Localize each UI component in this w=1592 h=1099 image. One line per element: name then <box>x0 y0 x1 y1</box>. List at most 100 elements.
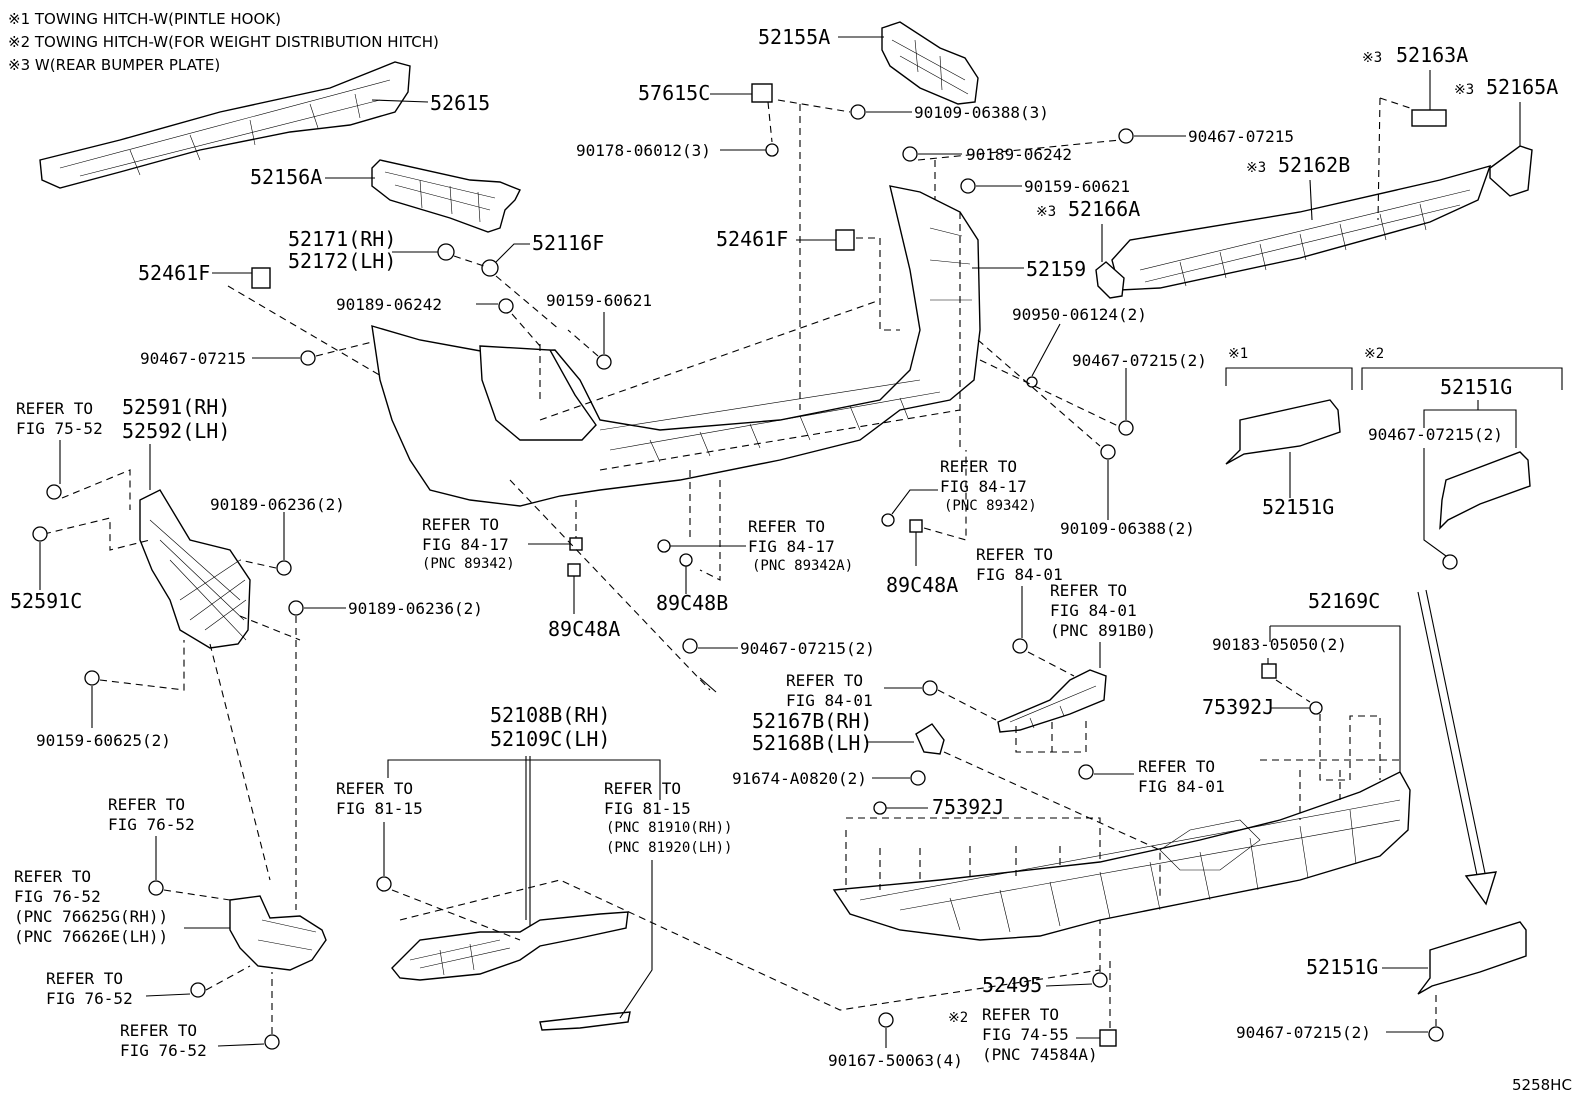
label-refer-7652-a1[interactable]: REFER TO <box>108 795 185 814</box>
label-52108B[interactable]: 52108B(RH) <box>490 703 610 727</box>
label-52172[interactable]: 52172(LH) <box>288 249 396 273</box>
label-52165A[interactable]: 52165A <box>1486 75 1558 99</box>
label-refer-8115-b4[interactable]: (PNC 81920(LH)) <box>606 840 732 856</box>
part-refer-8417-l-clip[interactable] <box>569 537 583 551</box>
label-refer-8417-m-b[interactable]: FIG 84-17 <box>748 537 835 556</box>
part-refer-7652-c-bolt[interactable] <box>190 982 206 998</box>
label-refer-7652-d1[interactable]: REFER TO <box>120 1021 197 1040</box>
label-52168B[interactable]: 52168B(LH) <box>752 731 872 755</box>
label-90178[interactable]: 90178-06012(3) <box>576 141 711 160</box>
part-90159-60625[interactable] <box>84 670 100 686</box>
part-90167-bolt[interactable] <box>878 1012 894 1028</box>
part-refer-8115-a-bolt[interactable] <box>376 876 392 892</box>
part-52495-bolt[interactable] <box>1092 972 1108 988</box>
label-52167B[interactable]: 52167B(RH) <box>752 709 872 733</box>
part-52151G-wdh[interactable] <box>1439 451 1531 530</box>
part-refer-7455-plug[interactable] <box>1099 1029 1117 1047</box>
label-refer-8417-r-a[interactable]: REFER TO <box>940 457 1017 476</box>
part-90178-nut[interactable] <box>765 143 779 157</box>
label-refer-7552-b[interactable]: FIG 75-52 <box>16 419 103 438</box>
part-52591-mudguard-liner[interactable] <box>139 489 251 649</box>
label-52591C[interactable]: 52591C <box>10 589 82 613</box>
label-52461F-left[interactable]: 52461F <box>138 261 210 285</box>
label-90189-mid[interactable]: 90189-06242 <box>336 295 442 314</box>
label-89C48B[interactable]: 89C48B <box>656 591 728 615</box>
label-refer-8417-l-b[interactable]: FIG 84-17 <box>422 535 509 554</box>
label-90467-left[interactable]: 90467-07215 <box>140 349 246 368</box>
part-52461F-left[interactable] <box>251 267 271 289</box>
part-52461F-mid[interactable] <box>835 229 855 251</box>
label-90109-2[interactable]: 90109-06388(2) <box>1060 519 1195 538</box>
part-90950-06124-plug[interactable] <box>1026 376 1038 388</box>
label-90159-mid[interactable]: 90159-60621 <box>546 291 652 310</box>
label-refer-8417-m-c[interactable]: (PNC 89342A) <box>752 558 853 574</box>
label-refer-8115-a1[interactable]: REFER TO <box>336 779 413 798</box>
part-90159-60621-mid[interactable] <box>596 354 612 370</box>
label-90159-top[interactable]: 90159-60621 <box>1024 177 1130 196</box>
part-91674-bolt[interactable] <box>910 770 926 786</box>
part-90109-06388-bolt[interactable] <box>850 104 866 120</box>
part-refer-8401-c-bolt[interactable] <box>922 680 938 696</box>
label-52151G-top[interactable]: 52151G <box>1440 375 1512 399</box>
part-90189-06236-a[interactable] <box>276 560 292 576</box>
part-90467-07215-center[interactable] <box>682 638 698 654</box>
label-52171[interactable]: 52171(RH) <box>288 227 396 251</box>
label-refer-8115-b2[interactable]: FIG 81-15 <box>604 799 691 818</box>
label-refer-7652-d2[interactable]: FIG 76-52 <box>120 1041 207 1060</box>
part-89C48A-left[interactable] <box>567 563 581 577</box>
label-52615[interactable]: 52615 <box>430 91 490 115</box>
label-90109-3[interactable]: 90109-06388(3) <box>914 103 1049 122</box>
label-75392J-right[interactable]: 75392J <box>1202 695 1274 719</box>
part-refer-8401-d-bolt[interactable] <box>1078 764 1094 780</box>
part-90189-06242-top[interactable] <box>902 146 918 162</box>
part-90467-07215-right[interactable] <box>1118 420 1134 436</box>
label-52495[interactable]: 52495 <box>982 973 1042 997</box>
label-refer-8417-m-a[interactable]: REFER TO <box>748 517 825 536</box>
label-refer-8401-d2[interactable]: FIG 84-01 <box>1138 777 1225 796</box>
label-90950[interactable]: 90950-06124(2) <box>1012 305 1147 324</box>
label-52159[interactable]: 52159 <box>1026 257 1086 281</box>
label-refer-8401-c1[interactable]: REFER TO <box>786 671 863 690</box>
label-refer-8401-a2[interactable]: FIG 84-01 <box>976 565 1063 584</box>
label-52116F[interactable]: 52116F <box>532 231 604 255</box>
label-refer-7455-1[interactable]: REFER TO <box>982 1005 1059 1024</box>
part-52166A-cap[interactable] <box>1095 261 1125 299</box>
part-refer-8417-r-clip[interactable] <box>881 513 895 527</box>
label-90159-60625[interactable]: 90159-60625(2) <box>36 731 171 750</box>
part-52163A-plate[interactable] <box>1411 109 1447 127</box>
part-52591C-clip[interactable] <box>32 526 48 542</box>
label-52151G-bot[interactable]: 52151G <box>1306 955 1378 979</box>
label-52163A[interactable]: 52163A <box>1396 43 1468 67</box>
part-75392J-right[interactable] <box>1309 701 1323 715</box>
part-52171-grommet[interactable] <box>437 243 455 261</box>
label-refer-7652-b1[interactable]: REFER TO <box>14 867 91 886</box>
part-52159-bumper-cover[interactable] <box>371 185 981 507</box>
part-52151G-pintle[interactable] <box>1225 399 1341 465</box>
label-refer-7652-a2[interactable]: FIG 76-52 <box>108 815 195 834</box>
label-57615C[interactable]: 57615C <box>638 81 710 105</box>
label-52155A[interactable]: 52155A <box>758 25 830 49</box>
label-90467-bot[interactable]: 90467-07215(2) <box>1236 1023 1371 1042</box>
part-57615C-clip[interactable] <box>751 83 773 103</box>
part-75392J-left[interactable] <box>873 801 887 815</box>
part-refer-7652-mud-flap[interactable] <box>229 895 327 971</box>
part-90467-07215-g[interactable] <box>1442 554 1458 570</box>
part-90109-06388-right[interactable] <box>1100 444 1116 460</box>
label-refer-8401-d1[interactable]: REFER TO <box>1138 757 1215 776</box>
label-refer-8401-b1[interactable]: REFER TO <box>1050 581 1127 600</box>
part-refer-8417-m-clip[interactable] <box>657 539 671 553</box>
label-refer-7455-3[interactable]: (PNC 74584A) <box>982 1045 1098 1064</box>
label-90167[interactable]: 90167-50063(4) <box>828 1051 963 1070</box>
label-52591[interactable]: 52591(RH) <box>122 395 230 419</box>
part-refer-8401-a-bolt[interactable] <box>1012 638 1028 654</box>
part-52169C-step-bumper[interactable] <box>832 771 1411 941</box>
part-89C48B[interactable] <box>679 553 693 567</box>
part-52167B-bracket[interactable] <box>997 669 1107 733</box>
part-52615-reinforcement[interactable] <box>39 61 411 189</box>
part-refer-7652-a-bolt[interactable] <box>148 880 164 896</box>
label-90467-right[interactable]: 90467-07215(2) <box>1072 351 1207 370</box>
part-52168B-bracket[interactable] <box>915 723 945 755</box>
label-refer-7455-2[interactable]: FIG 74-55 <box>982 1025 1069 1044</box>
label-refer-7652-c2[interactable]: FIG 76-52 <box>46 989 133 1008</box>
part-52155A-bracket[interactable] <box>881 21 979 105</box>
